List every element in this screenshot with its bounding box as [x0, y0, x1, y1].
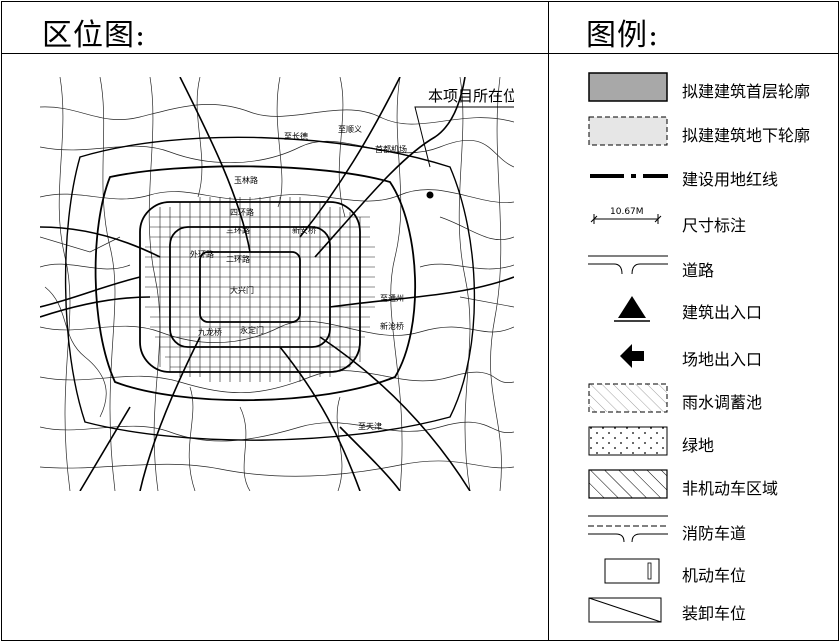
legend-item: 非机动车区域 — [588, 468, 828, 504]
legend-label: 建筑出入口 — [682, 303, 763, 322]
place-label: 大兴门 — [230, 285, 254, 295]
place-label: 九龙桥 — [198, 327, 222, 337]
leader-line — [414, 106, 514, 168]
ring-roads — [64, 136, 476, 441]
triangle-icon — [614, 296, 650, 322]
legend-item: 绿地 — [588, 425, 828, 461]
place-label: 首都机场 — [375, 144, 407, 154]
legend-item: 装卸车位 — [588, 595, 828, 631]
dashed-light-box-icon — [588, 116, 668, 146]
dimension-icon: 10.67M — [590, 207, 662, 224]
arrow-left-icon — [620, 344, 644, 368]
road-icon — [588, 255, 668, 275]
project-label: 本项目所在位置 — [428, 88, 514, 105]
loading-icon — [588, 597, 662, 623]
place-label: 新沧桥 — [380, 321, 404, 331]
diagonal-hatch-icon — [588, 469, 668, 499]
legend-item: 雨水调蓄池 — [588, 382, 828, 418]
header-divider — [1, 53, 839, 54]
location-map-title: 区位图: — [42, 18, 147, 53]
legend-label: 非机动车区域 — [682, 479, 779, 498]
legend-label: 尺寸标注 — [682, 216, 747, 235]
legend-label: 消防车道 — [682, 524, 747, 543]
legend-label: 绿地 — [682, 436, 715, 455]
legend-label: 机动车位 — [682, 566, 747, 585]
legend-item: 拟建建筑首层轮廓 — [588, 71, 828, 107]
legend-label: 建设用地红线 — [682, 170, 779, 189]
legend-label: 雨水调蓄池 — [682, 393, 763, 412]
legend-item: 10.67M 尺寸标注 — [588, 203, 828, 239]
project-location-marker — [426, 191, 434, 199]
legend-label: 装卸车位 — [682, 604, 747, 623]
place-label: 三环路 — [226, 225, 250, 235]
place-label: 永定门 — [240, 325, 264, 335]
place-label: 玉林路 — [234, 175, 258, 185]
place-label: 至通州 — [380, 293, 404, 303]
panel-divider — [548, 1, 549, 641]
legend-item: 场地出入口 — [588, 340, 828, 376]
legend-label: 拟建建筑首层轮廓 — [682, 82, 811, 101]
place-label: 外环路 — [190, 249, 214, 259]
highways — [40, 77, 514, 491]
place-label: 至长德 — [284, 131, 308, 141]
legend-item: 建设用地红线 — [588, 160, 828, 196]
legend-label: 道路 — [682, 261, 715, 280]
legend-label: 场地出入口 — [682, 350, 763, 369]
parking-icon — [604, 558, 660, 584]
red-line-dash-dot-icon — [590, 174, 668, 178]
city-grid — [145, 197, 375, 382]
legend-item: 拟建建筑地下轮廓 — [588, 115, 828, 151]
dimension-text: 10.67M — [610, 207, 644, 217]
legend-title: 图例: — [586, 18, 660, 53]
location-map: 本项目所在位置 至长德 至顺义 首都机场 玉林路 四环路 三环路 外环路 二环路… — [40, 77, 514, 491]
place-label: 二环路 — [226, 254, 250, 264]
place-label: 至天津 — [358, 421, 382, 431]
place-label: 四环路 — [230, 207, 254, 217]
minor-roads — [40, 77, 514, 491]
legend-item: 建筑出入口 — [588, 292, 828, 328]
legend-item: 机动车位 — [588, 555, 828, 591]
diagonal-hatch-light-icon — [588, 383, 668, 413]
legend-item: 消防车道 — [588, 512, 828, 548]
fire-lane-icon — [588, 515, 668, 543]
solid-gray-box-icon — [588, 72, 668, 102]
legend-label: 拟建建筑地下轮廓 — [682, 126, 811, 145]
dotted-box-icon — [588, 426, 668, 456]
legend-item: 道路 — [588, 248, 828, 284]
place-label: 至顺义 — [338, 125, 362, 134]
place-labels: 至长德 至顺义 首都机场 玉林路 四环路 三环路 外环路 二环路 新安桥 大兴门… — [190, 125, 407, 431]
place-label: 新安桥 — [292, 225, 316, 235]
